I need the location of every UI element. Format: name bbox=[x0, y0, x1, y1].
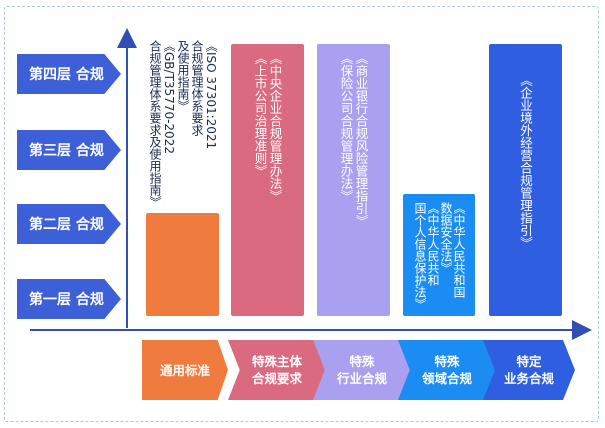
column-special-industry: 《商业银行合规风险管理指引》 《保险公司合规管理办法》 bbox=[317, 44, 390, 316]
column-special-industry-text: 《商业银行合规风险管理指引》 《保险公司合规管理办法》 bbox=[338, 52, 369, 227]
column-special-entity: 《中央企业合规管理办法》 《上市公司治理准则》 bbox=[231, 44, 304, 316]
diagram-frame bbox=[4, 6, 599, 422]
layer-3-label: 第三层 合规 bbox=[17, 130, 121, 170]
column-specific-business: 《企业境外经营合规管理指引》 bbox=[489, 44, 562, 316]
category-special-domain: 特殊 领域合规 bbox=[398, 340, 496, 400]
layer-1-label: 第一层 合规 bbox=[17, 279, 121, 319]
column-special-domain: 《中华人民共和国 数据安全法》 《中华人民共和 国个人信息保护法》 bbox=[403, 194, 475, 316]
column-general-standard-text: 《ISO 37301:2021 合规管理体系要求 及使用指南》 《GB/T357… bbox=[148, 40, 218, 208]
layer-2-label: 第二层 合规 bbox=[17, 204, 121, 244]
layer-4-label: 第四层 合规 bbox=[17, 54, 121, 94]
column-special-entity-text: 《中央企业合规管理办法》 《上市公司治理准则》 bbox=[252, 52, 283, 202]
category-special-entity: 特殊主体 合规要求 bbox=[228, 340, 326, 400]
column-general-standard bbox=[146, 213, 219, 316]
category-general-standard: 通用标准 bbox=[142, 340, 228, 400]
column-specific-business-text: 《企业境外经营合规管理指引》 bbox=[518, 74, 533, 249]
column-special-domain-text: 《中华人民共和国 数据安全法》 《中华人民共和 国个人信息保护法》 bbox=[413, 202, 466, 310]
category-special-industry: 特殊 行业合规 bbox=[313, 340, 411, 400]
category-specific-business: 特定 业务合规 bbox=[483, 340, 575, 400]
